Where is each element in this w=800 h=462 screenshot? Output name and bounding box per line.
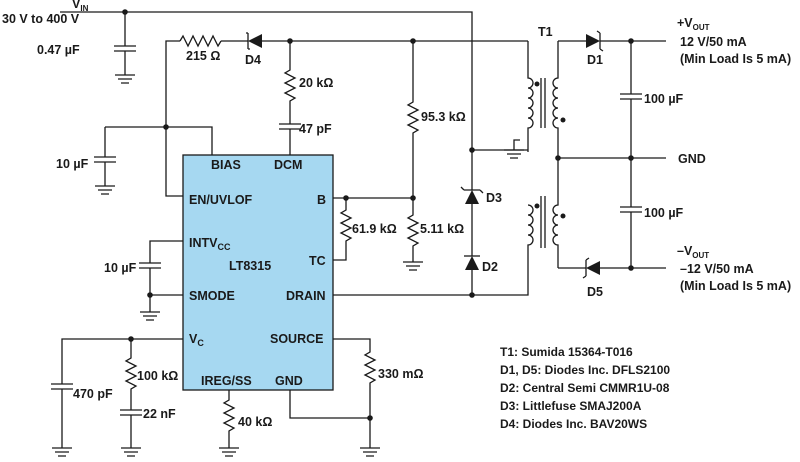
- r95k-label: 95.3 kΩ: [421, 110, 466, 124]
- r20k-label: 20 kΩ: [299, 76, 333, 90]
- pin-vc: VC: [189, 332, 204, 348]
- t1-label: T1: [538, 25, 553, 39]
- pin-ireg-ss: IREG/SS: [201, 374, 252, 388]
- ic-name: LT8315: [229, 259, 271, 273]
- part-d2: D2: Central Semi CMMR1U-08: [500, 381, 670, 395]
- cpos-label: 100 µF: [644, 92, 684, 106]
- part-d1-d5: D1, D5: Diodes Inc. DFLS2100: [500, 363, 670, 377]
- c47p-label: 47 pF: [299, 122, 332, 136]
- pin-bias: BIAS: [211, 158, 241, 172]
- output-negative: 100 µF D5 –VOUT –12 V/50 mA (Min Load Is…: [558, 158, 791, 299]
- d2-label: D2: [482, 260, 498, 274]
- vout-neg-rating: –12 V/50 mA: [680, 262, 754, 276]
- compensation-network: 470 pF 100 kΩ 22 nF: [51, 336, 183, 457]
- output-positive: D1 +VOUT 12 V/50 mA (Min Load Is 5 mA) 1…: [558, 16, 791, 158]
- intvcc-network: 10 µF: [104, 240, 183, 321]
- bias-path: 215 Ω D4 20 kΩ 47 pF 10 µF: [56, 32, 528, 197]
- ic-body: [182, 154, 334, 391]
- r215-label: 215 Ω: [186, 49, 220, 63]
- vin-label: VIN: [72, 0, 89, 13]
- parts-list: T1: Sumida 15364-T016 D1, D5: Diodes Inc…: [500, 345, 670, 431]
- vin-rail: VIN 30 V to 400 V 0.47 µF: [2, 0, 473, 150]
- pin-b: B: [317, 193, 326, 207]
- part-d4: D4: Diodes Inc. BAV20WS: [500, 417, 647, 431]
- vout-neg-note: (Min Load Is 5 mA): [680, 279, 791, 293]
- clamp-network: D3 D2: [333, 147, 529, 298]
- vin-range: 30 V to 400 V: [2, 12, 80, 26]
- vout-pos-note: (Min Load Is 5 mA): [680, 52, 791, 66]
- c470p-label: 470 pF: [73, 387, 113, 401]
- feedback-divider: 95.3 kΩ 5.11 kΩ 61.9 kΩ: [333, 41, 466, 271]
- d1-label: D1: [587, 53, 603, 67]
- pin-dcm: DCM: [274, 158, 302, 172]
- pin-drain: DRAIN: [286, 289, 326, 303]
- d3-label: D3: [486, 191, 502, 205]
- pin-en-uvlof: EN/UVLOF: [189, 193, 253, 207]
- transformer-t1: T1: [504, 25, 566, 268]
- ireg-gnd-source: 40 kΩ 330 mΩ: [219, 338, 423, 457]
- d4-label: D4: [245, 53, 261, 67]
- pin-source: SOURCE: [270, 332, 323, 346]
- r40k-label: 40 kΩ: [238, 415, 272, 429]
- bias-cap-label: 10 µF: [56, 157, 89, 171]
- d5-label: D5: [587, 285, 603, 299]
- part-d3: D3: Littlefuse SMAJ200A: [500, 399, 642, 413]
- part-t1: T1: Sumida 15364-T016: [500, 345, 633, 359]
- r619k-label: 61.9 kΩ: [352, 222, 397, 236]
- vout-neg-label: –VOUT: [677, 244, 709, 260]
- pin-tc: TC: [309, 254, 326, 268]
- r511k-label: 5.11 kΩ: [420, 222, 464, 236]
- vout-pos-label: +VOUT: [677, 16, 710, 32]
- r330m-label: 330 mΩ: [378, 367, 423, 381]
- gnd-label: GND: [678, 152, 706, 166]
- intv-cap-label: 10 µF: [104, 261, 137, 275]
- pin-smode: SMODE: [189, 289, 235, 303]
- pin-intv: INTVCC: [189, 236, 231, 252]
- input-cap-label: 0.47 µF: [37, 43, 80, 57]
- c22n-label: 22 nF: [143, 407, 176, 421]
- r100k-label: 100 kΩ: [137, 369, 178, 383]
- vout-pos-rating: 12 V/50 mA: [680, 35, 747, 49]
- cneg-label: 100 µF: [644, 206, 684, 220]
- pin-gnd: GND: [275, 374, 303, 388]
